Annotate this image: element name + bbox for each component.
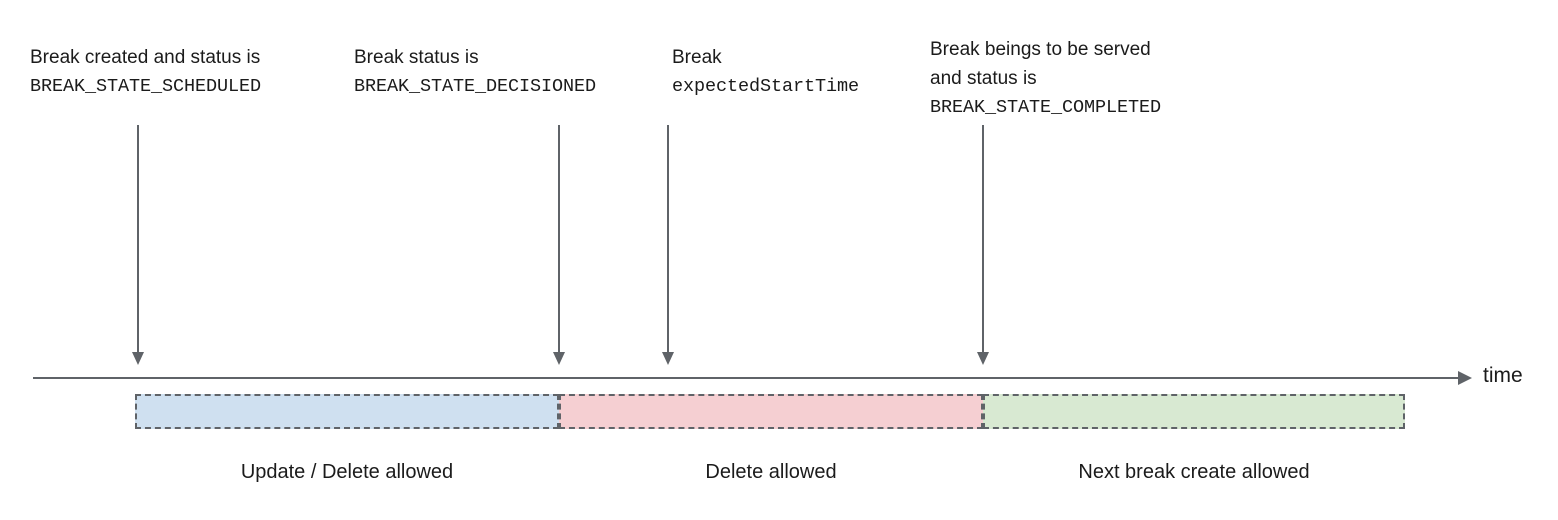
annotation-line: expectedStartTime	[672, 76, 860, 97]
marker-shaft	[667, 125, 669, 353]
marker-shaft	[558, 125, 560, 353]
annotation-line: BREAK_STATE_COMPLETED	[930, 97, 1162, 118]
arrow-down-icon	[131, 352, 144, 365]
annotation-expected-start-time: Break expectedStartTime	[672, 43, 859, 101]
annotation-line: BREAK_STATE_SCHEDULED	[30, 76, 262, 97]
phase-caption-update-delete-allowed: Update / Delete allowed	[240, 461, 454, 483]
annotation-line: Break created and status is	[30, 47, 261, 68]
marker-arrow-decisioned	[552, 125, 566, 365]
annotation-decisioned: Break status is BREAK_STATE_DECISIONED	[354, 43, 596, 101]
annotation-completed: Break beings to be served and status is BR…	[930, 35, 1161, 122]
phase-bar-update-delete-allowed	[135, 394, 559, 429]
annotation-line: Break status is	[354, 47, 479, 68]
marker-shaft	[982, 125, 984, 353]
annotation-line: BREAK_STATE_DECISIONED	[354, 76, 597, 97]
phase-bar-delete-allowed	[559, 394, 983, 429]
annotation-line: Break beings to be served	[930, 39, 1151, 60]
phase-caption-next-break-create-allowed: Next break create allowed	[1078, 461, 1310, 483]
annotation-scheduled: Break created and status is BREAK_STATE_S…	[30, 43, 261, 101]
phase-bar-next-break-create-allowed	[983, 394, 1405, 429]
arrow-right-icon	[1458, 370, 1472, 385]
marker-arrow-scheduled	[131, 125, 145, 365]
marker-shaft	[137, 125, 139, 353]
arrow-down-icon	[661, 352, 674, 365]
marker-arrow-expected-start-time	[661, 125, 675, 365]
annotation-line: Break	[672, 47, 722, 68]
phase-caption-delete-allowed: Delete allowed	[705, 461, 837, 483]
arrow-down-icon	[552, 352, 565, 365]
annotation-line: and status is	[930, 68, 1037, 89]
time-axis-line	[33, 377, 1460, 379]
marker-arrow-completed	[976, 125, 990, 365]
time-axis-label: time	[1483, 364, 1523, 387]
arrow-down-icon	[976, 352, 989, 365]
